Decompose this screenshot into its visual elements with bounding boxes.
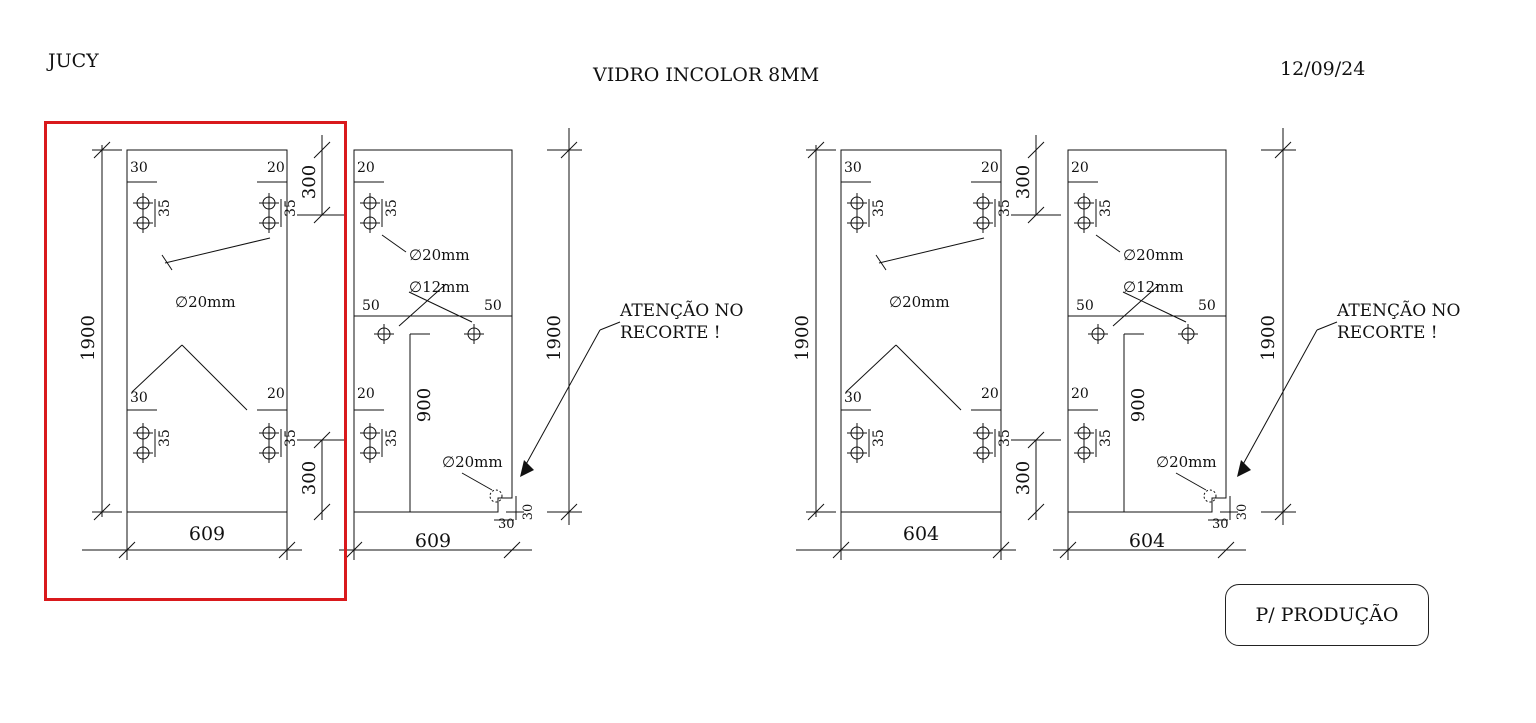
warning-label: RECORTE ! xyxy=(1337,323,1438,343)
hole-spacing-label: 35 xyxy=(997,429,1013,447)
dim-tick xyxy=(503,541,521,559)
side-offset-label: 50 xyxy=(1198,298,1216,314)
hole-spacing-label: 35 xyxy=(997,199,1013,217)
leader-line xyxy=(161,254,173,271)
warning-leader xyxy=(1240,329,1318,469)
hole-diameter-label: ∅12mm xyxy=(409,278,470,296)
top-offset-label: 300 xyxy=(1013,165,1034,199)
leader-line xyxy=(181,344,248,411)
drawing-date: 12/09/24 xyxy=(1280,58,1366,80)
notch-v-label: 30 xyxy=(1235,504,1250,521)
bottom-offset-label: 300 xyxy=(299,461,320,495)
dim-tick xyxy=(313,503,331,521)
handle-height-label: 900 xyxy=(414,388,435,422)
hole-spacing-label: 35 xyxy=(283,429,299,447)
panel-width-label: 609 xyxy=(415,530,451,552)
top-offset-label: 300 xyxy=(299,165,320,199)
hole-diameter-label: ∅20mm xyxy=(889,293,950,311)
warning-label: ATENÇÃO NO xyxy=(619,300,743,321)
leader-line xyxy=(1175,472,1207,491)
side-offset-label: 50 xyxy=(362,298,380,314)
handle-height-label: 900 xyxy=(1128,388,1149,422)
dim-tick xyxy=(1217,541,1235,559)
side-offset-label: 50 xyxy=(484,298,502,314)
hole-spacing-label: 35 xyxy=(384,429,400,447)
hole-diameter-label: ∅12mm xyxy=(1123,278,1184,296)
leader-line xyxy=(845,344,897,393)
hole-spacing-label: 35 xyxy=(871,199,887,217)
warning-leader xyxy=(1316,321,1338,331)
panel-height-label: 1900 xyxy=(544,315,565,361)
leader-line xyxy=(398,283,447,327)
notch-h-label: 30 xyxy=(1212,517,1229,532)
bottom-offset-label: 300 xyxy=(1013,461,1034,495)
warning-arrow-icon xyxy=(520,460,534,477)
panel-width-label: 604 xyxy=(903,523,939,545)
hole-spacing-label: 35 xyxy=(157,199,173,217)
warning-leader xyxy=(523,329,601,469)
leader-line xyxy=(164,237,271,264)
margin-label: 20 xyxy=(981,386,999,402)
margin-label: 30 xyxy=(844,390,862,406)
hole-spacing-label: 35 xyxy=(1098,199,1114,217)
hole-diameter-label: ∅20mm xyxy=(175,293,236,311)
hole-spacing-label: 35 xyxy=(157,429,173,447)
leader-line xyxy=(381,234,407,253)
hole-spacing-label: 35 xyxy=(871,429,887,447)
margin-label: 20 xyxy=(1071,386,1089,402)
hole-spacing-label: 35 xyxy=(283,199,299,217)
leader-line xyxy=(1112,283,1161,327)
dim-tick xyxy=(1027,503,1045,521)
margin-label: 20 xyxy=(267,160,285,176)
margin-label: 20 xyxy=(1071,160,1089,176)
panel-width-label: 604 xyxy=(1129,530,1165,552)
warning-label: ATENÇÃO NO xyxy=(1336,300,1460,321)
margin-label: 30 xyxy=(844,160,862,176)
dim-tick xyxy=(1027,141,1045,159)
hole-diameter-label: ∅20mm xyxy=(442,453,503,471)
leader-line xyxy=(408,291,473,323)
margin-label: 20 xyxy=(357,386,375,402)
notch-hole-icon xyxy=(489,489,503,503)
warning-arrow-icon xyxy=(1237,460,1251,477)
panel-height-label: 1900 xyxy=(78,315,99,361)
leader-line xyxy=(461,472,493,491)
leader-line xyxy=(895,344,962,411)
hole-spacing-label: 35 xyxy=(1098,429,1114,447)
warning-label: RECORTE ! xyxy=(620,323,721,343)
leader-line xyxy=(1122,291,1187,323)
leader-line xyxy=(131,344,183,393)
side-offset-label: 50 xyxy=(1076,298,1094,314)
panel-height-label: 1900 xyxy=(792,315,813,361)
leader-line xyxy=(878,237,985,264)
margin-label: 30 xyxy=(130,160,148,176)
hole-diameter-label: ∅20mm xyxy=(409,246,470,264)
margin-label: 20 xyxy=(267,386,285,402)
panel-height-label: 1900 xyxy=(1258,315,1279,361)
margin-label: 20 xyxy=(981,160,999,176)
material-title: VIDRO INCOLOR 8MM xyxy=(593,64,820,86)
leader-line xyxy=(875,254,887,271)
fixed-panel-outline xyxy=(126,149,288,513)
hole-diameter-label: ∅20mm xyxy=(1123,246,1184,264)
warning-leader xyxy=(599,321,621,331)
margin-label: 20 xyxy=(357,160,375,176)
client-name: JUCY xyxy=(48,50,99,72)
production-stamp[interactable]: P/ PRODUÇÃO xyxy=(1225,584,1429,646)
leader-line xyxy=(1095,234,1121,253)
fixed-panel-outline xyxy=(840,149,1002,513)
dim-tick xyxy=(313,141,331,159)
margin-label: 30 xyxy=(130,390,148,406)
hole-diameter-label: ∅20mm xyxy=(1156,453,1217,471)
hole-spacing-label: 35 xyxy=(384,199,400,217)
notch-v-label: 30 xyxy=(521,504,536,521)
notch-hole-icon xyxy=(1203,489,1217,503)
notch-h-label: 30 xyxy=(498,517,515,532)
panel-width-label: 609 xyxy=(189,523,225,545)
